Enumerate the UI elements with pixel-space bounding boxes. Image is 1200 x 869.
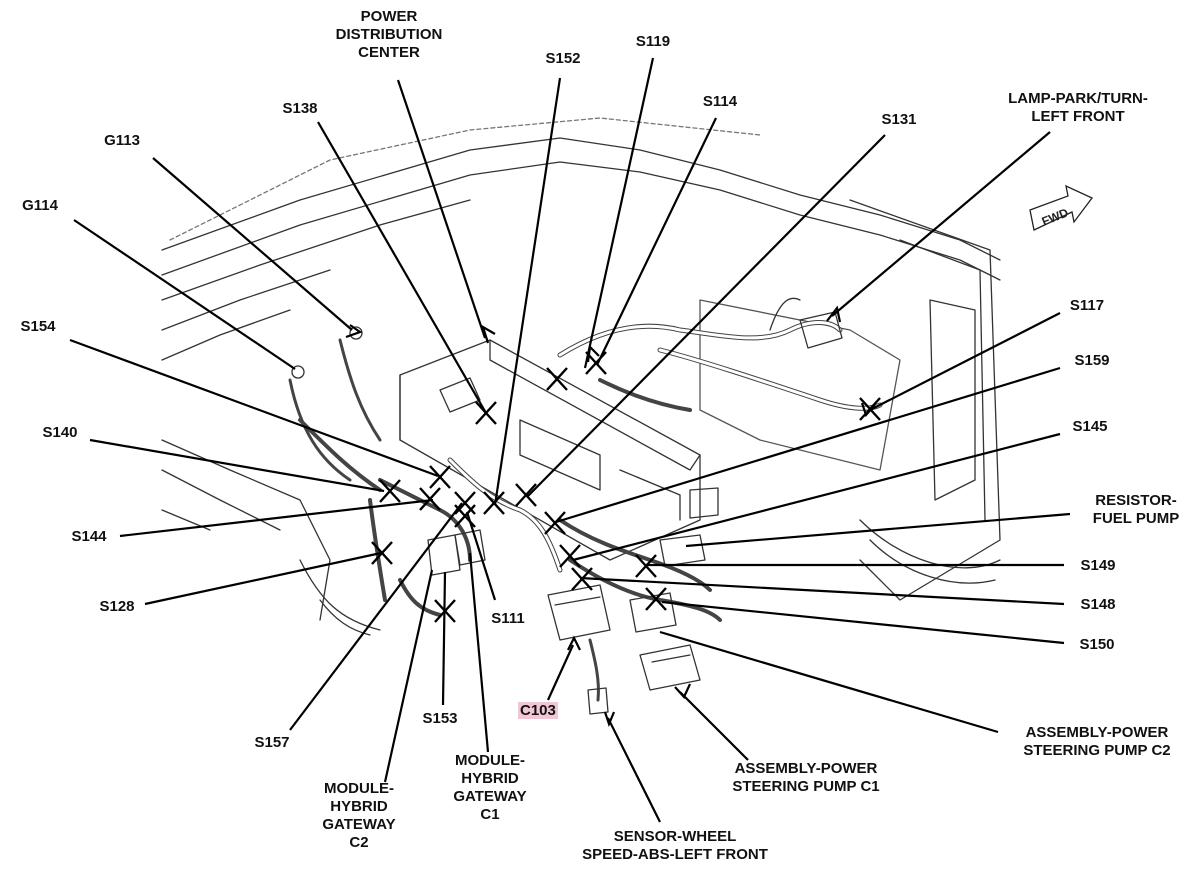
- x-s154: [429, 465, 451, 489]
- leader-s157: [289, 502, 463, 731]
- leader-s114: [596, 117, 717, 366]
- frame-rail-left: [161, 137, 1001, 261]
- x-s140: [379, 479, 401, 503]
- leader-s154: [69, 338, 439, 478]
- leader-s111: [465, 511, 497, 601]
- c103-connector: [547, 584, 611, 641]
- label-c103: C103: [518, 702, 558, 719]
- label-s153: S153: [422, 710, 458, 727]
- x-s119: [546, 367, 568, 391]
- label-s152: S152: [545, 50, 581, 67]
- leader-s144: [119, 498, 434, 538]
- label-s111: S111: [491, 610, 525, 627]
- label-s157: S157: [254, 734, 290, 751]
- label-g114: G114: [22, 197, 58, 214]
- label-lamp-park-turn-left-front: LAMP-PARK/TURN- LEFT FRONT: [1008, 90, 1148, 125]
- label-assembly-power-steering-pump-c1: ASSEMBLY-POWER STEERING PUMP C1: [732, 760, 880, 795]
- label-s138: S138: [282, 100, 318, 117]
- leader-gw-c2: [383, 569, 434, 783]
- label-g113: G113: [104, 132, 140, 149]
- leader-lamp: [831, 131, 1051, 317]
- leader-lines: [69, 57, 1071, 823]
- x-s111: [454, 504, 476, 528]
- label-s119: S119: [635, 33, 671, 50]
- x-s138: [475, 401, 497, 425]
- x-s150: [645, 587, 667, 611]
- label-s144: S144: [71, 528, 107, 545]
- label-module-hybrid-gateway-c2: MODULE- HYBRID GATEWAY C2: [322, 780, 396, 851]
- label-s140: S140: [42, 424, 78, 441]
- frame-rail-right: [849, 199, 1001, 601]
- label-module-hybrid-gateway-c1: MODULE- HYBRID GATEWAY C1: [453, 752, 527, 823]
- x-s157: [454, 491, 476, 515]
- leader-s131: [527, 134, 886, 497]
- x-s144: [419, 487, 441, 511]
- leader-s153: [441, 571, 447, 706]
- splice-marks: [371, 351, 881, 623]
- x-s117: [859, 397, 881, 421]
- leader-s117: [869, 312, 1061, 411]
- gateway-c1-connector: [454, 529, 486, 566]
- x-s131: [515, 483, 537, 507]
- leader-s138: [317, 121, 487, 414]
- label-s154: S154: [20, 318, 56, 335]
- label-s114: S114: [702, 93, 738, 110]
- label-s145: S145: [1072, 418, 1108, 435]
- label-power-distribution-center: POWER DISTRIBUTION CENTER: [335, 8, 443, 61]
- leader-pdc: [396, 79, 487, 339]
- label-c103-wrap: C103: [518, 702, 558, 720]
- leader-resistor: [685, 512, 1071, 548]
- x-s153: [434, 599, 456, 623]
- leader-c103: [546, 644, 575, 701]
- x-s152: [483, 491, 505, 515]
- g114-eyelet: [291, 365, 305, 379]
- leader-s159: [555, 366, 1061, 524]
- leader-ps-c1: [679, 691, 749, 761]
- x-s148: [571, 567, 593, 591]
- label-s149: S149: [1080, 557, 1116, 574]
- leader-s140: [89, 438, 385, 493]
- leader-s152: [493, 77, 562, 506]
- ps-pump-c2-connector: [629, 592, 677, 633]
- resistor-connector: [659, 534, 706, 567]
- x-s128: [371, 541, 393, 565]
- ps-pump-c1-connector: [639, 644, 701, 691]
- leader-sensor: [607, 717, 661, 823]
- label-s159: S159: [1074, 352, 1110, 369]
- x-s145: [559, 544, 581, 568]
- leader-g113: [152, 157, 353, 331]
- gateway-c2-connector: [427, 534, 461, 576]
- label-s128: S128: [99, 598, 135, 615]
- g113-eyelet: [349, 326, 363, 340]
- leader-s148: [579, 576, 1065, 606]
- label-sensor-wheel-speed-abs-left-front: SENSOR-WHEEL SPEED-ABS-LEFT FRONT: [582, 828, 768, 863]
- leader-g114: [73, 219, 296, 370]
- fwd-arrow: FWD: [1029, 184, 1094, 231]
- label-resistor-fuel-pump: RESISTOR- FUEL PUMP: [1092, 492, 1180, 527]
- x-s114: [585, 351, 607, 375]
- x-s149: [635, 554, 657, 578]
- leader-s145: [572, 432, 1061, 562]
- leader-s128: [144, 551, 382, 606]
- leader-gw-c1: [468, 552, 490, 753]
- x-s159: [544, 511, 566, 535]
- label-s131: S131: [881, 111, 917, 128]
- leader-s150: [661, 600, 1065, 645]
- lamp-connector: [799, 311, 843, 349]
- leader-s119: [583, 57, 655, 369]
- label-s148: S148: [1080, 596, 1116, 613]
- label-assembly-power-steering-pump-c2: ASSEMBLY-POWER STEERING PUMP C2: [1023, 724, 1171, 759]
- label-s117: S117: [1069, 297, 1105, 314]
- leader-ps-c2: [659, 630, 999, 734]
- wheel-speed-sensor-connector: [587, 687, 609, 715]
- label-s150: S150: [1079, 636, 1115, 653]
